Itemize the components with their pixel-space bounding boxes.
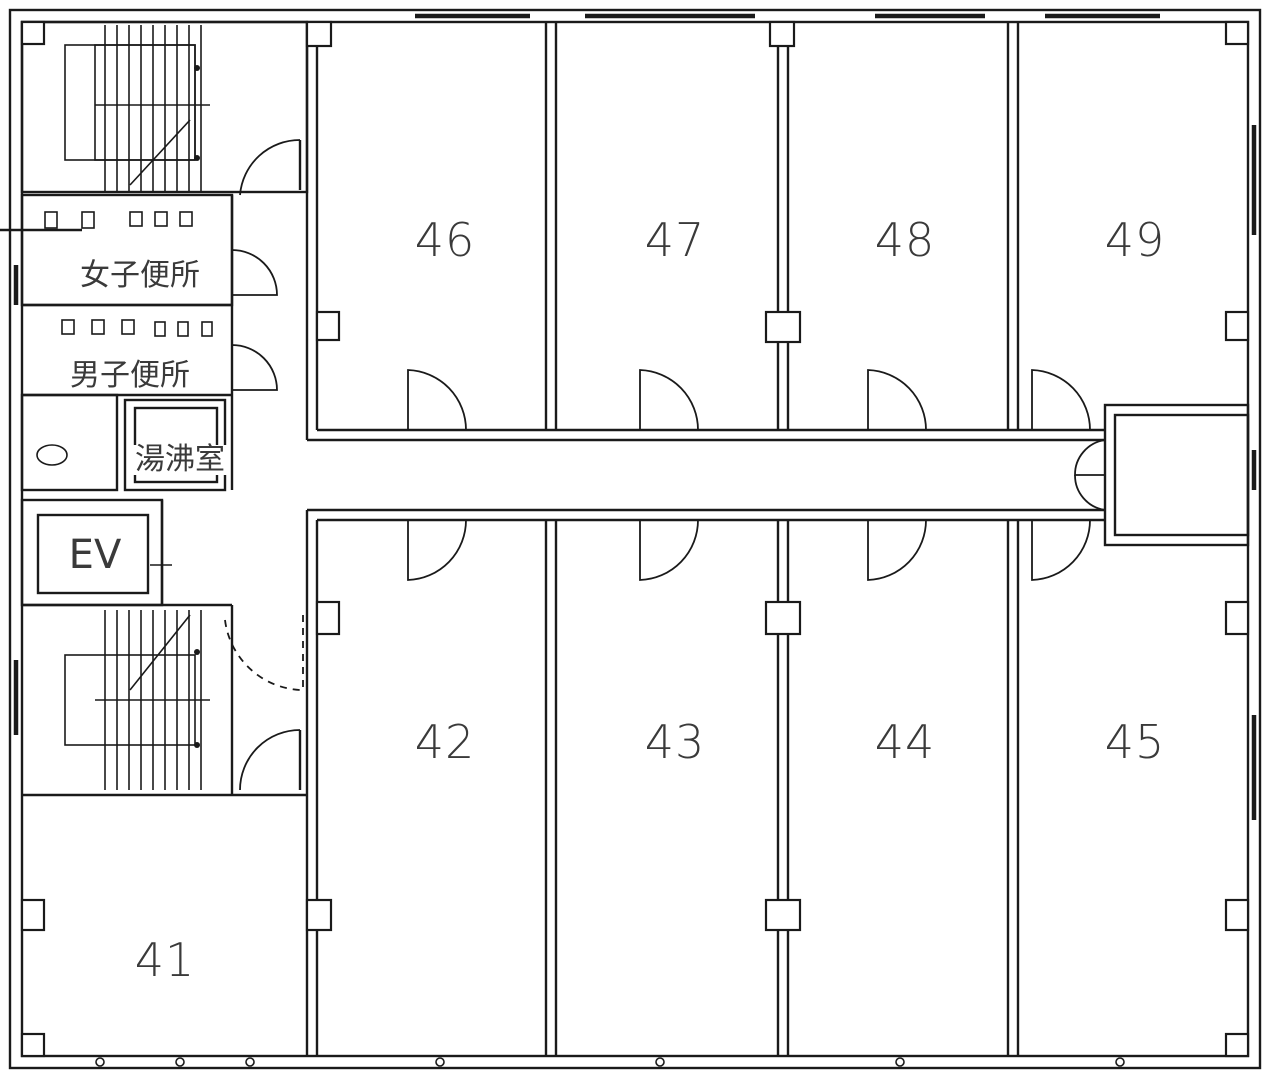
room-49-label: 49 [1104, 213, 1166, 267]
mens-restroom-label: 男子便所 [68, 358, 192, 393]
mullions [95, 1057, 1125, 1067]
womens-restroom-label: 女子便所 [78, 258, 202, 293]
room-44-label: 44 [874, 715, 936, 769]
room-41-label: 41 [134, 933, 196, 987]
outer-wall [8, 8, 1262, 1070]
room-48-label: 48 [874, 213, 936, 267]
kitchenette-label: 湯沸室 [133, 442, 227, 477]
room-doors [407, 369, 1106, 581]
stairs-top [64, 25, 210, 192]
stairs-bottom [64, 610, 210, 790]
room-47-label: 47 [644, 213, 706, 267]
elevator-label: EV [68, 532, 122, 578]
columns [20, 20, 1250, 1058]
core-doors [224, 139, 304, 791]
room-42-label: 42 [414, 715, 476, 769]
windows [13, 13, 1257, 820]
room-46-label: 46 [414, 213, 476, 267]
restroom-fixtures [0, 211, 213, 466]
room-43-label: 43 [644, 715, 706, 769]
room-45-label: 45 [1104, 715, 1166, 769]
